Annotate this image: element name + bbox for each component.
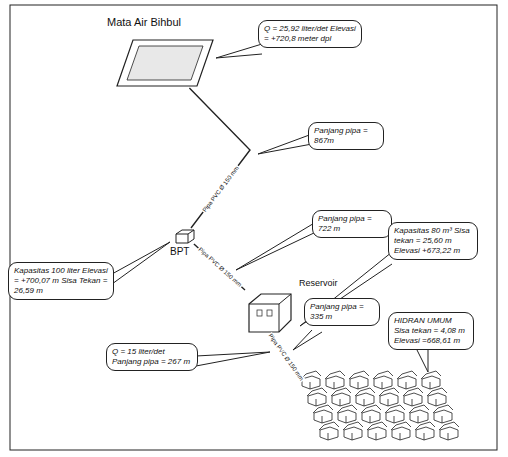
- house-cluster: [301, 371, 459, 440]
- callout-text: Q = 25,92 liter/det Elevasi = +720,8 met…: [264, 24, 356, 44]
- callout-text: Panjang pipa = 722 m: [318, 214, 386, 234]
- pipe-label: Pipa PVC Ø 150 mm: [267, 332, 306, 383]
- callout-bubble: Q = 25,92 liter/det Elevasi = +720,8 met…: [258, 20, 362, 48]
- callout-text: Kapasitas 100 liter Elevasi = +700,07 m …: [14, 266, 108, 296]
- callout-text: HIDRAN UMUM Sisa tekan = 4,08 m Elevasi …: [394, 316, 468, 346]
- callout-bubble: Kapasitas 100 liter Elevasi = +700,07 m …: [8, 262, 114, 300]
- callout-tails: [112, 44, 428, 372]
- bpt-box: BPT: [174, 228, 196, 244]
- pipe-line: [189, 88, 250, 228]
- callout-bubble: Kapasitas 80 m³ Sisa tekan = 25,60 m Ele…: [388, 222, 478, 260]
- reservoir-box: Reservoir: [245, 290, 295, 335]
- callout-bubble: Panjang pipa = 867m: [308, 122, 384, 150]
- spring-box: Mata Air Bihbul: [115, 38, 215, 88]
- node-label: Mata Air Bihbul: [107, 16, 181, 28]
- callout-bubble: Q = 15 liter/det Panjang pipa = 267 m: [106, 343, 198, 371]
- node-label: Reservoir: [299, 278, 338, 288]
- callout-text: Q = 15 liter/det Panjang pipa = 267 m: [112, 347, 192, 367]
- callout-bubble: Panjang pipa = 335 m: [304, 298, 380, 326]
- callout-text: Kapasitas 80 m³ Sisa tekan = 25,60 m Ele…: [394, 226, 472, 256]
- callout-text: Panjang pipa = 335 m: [310, 302, 374, 322]
- pipe-label: Pipa PVC Ø 150 mm: [200, 164, 240, 214]
- callout-text: Panjang pipa = 867m: [314, 126, 378, 146]
- pipe-line: [194, 244, 245, 290]
- shape-outline: [174, 228, 196, 244]
- shape-outline: [115, 38, 215, 88]
- pipe-label: Pipa PVC Ø 150 mm: [196, 245, 243, 288]
- callout-bubble: HIDRAN UMUM Sisa tekan = 4,08 m Elevasi …: [388, 312, 474, 350]
- callout-bubble: Panjang pipa = 722 m: [312, 210, 392, 238]
- node-label: BPT: [170, 246, 189, 257]
- shape-outline: [245, 290, 295, 335]
- frame: [10, 5, 497, 450]
